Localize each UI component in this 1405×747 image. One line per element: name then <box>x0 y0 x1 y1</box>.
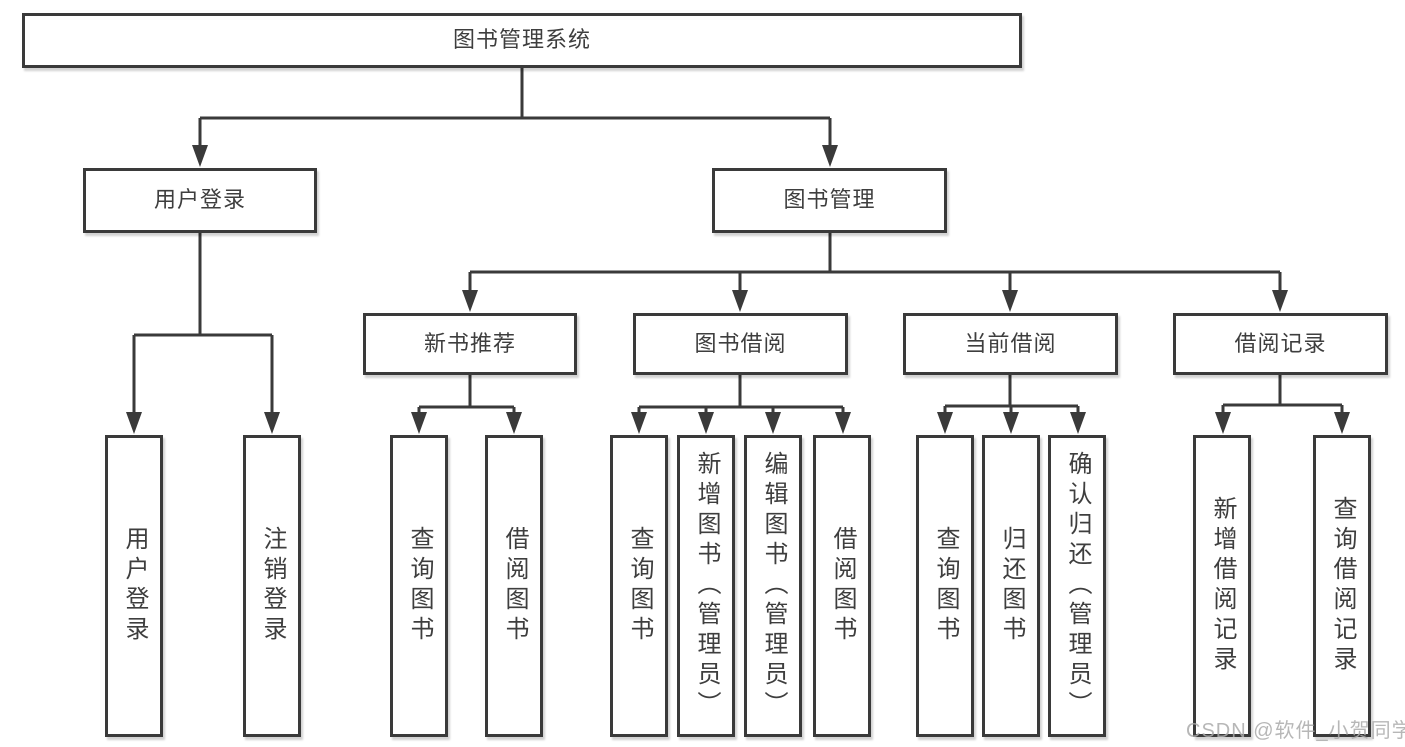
node-current-borrowing: 当前借阅 <box>903 313 1118 375</box>
leaf-bb-query-books-label: 查询图书 <box>626 526 653 646</box>
leaf-user-login: 用户登录 <box>105 435 163 737</box>
node-new-book-recommend-label: 新书推荐 <box>423 330 516 356</box>
leaf-nbr-query-books: 查询图书 <box>390 435 448 737</box>
node-root-label: 图书管理系统 <box>452 27 591 53</box>
leaf-cb-query-books: 查询图书 <box>916 435 974 737</box>
leaf-logout: 注销登录 <box>243 435 301 737</box>
leaf-cb-return-books: 归还图书 <box>982 435 1040 737</box>
leaf-br-query-borrow-record: 查询借阅记录 <box>1313 435 1371 737</box>
leaf-cb-confirm-return-admin: 确认归还（管理员） <box>1048 435 1106 737</box>
leaf-br-add-borrow-record: 新增借阅记录 <box>1193 435 1251 737</box>
node-current-borrowing-label: 当前借阅 <box>964 330 1057 356</box>
leaf-bb-query-books: 查询图书 <box>610 435 668 737</box>
leaf-br-add-borrow-record-label: 新增借阅记录 <box>1209 496 1236 676</box>
leaf-br-query-borrow-record-label: 查询借阅记录 <box>1329 496 1356 676</box>
node-book-management-label: 图书管理 <box>783 187 876 213</box>
node-new-book-recommend: 新书推荐 <box>363 313 577 375</box>
node-borrowing-records: 借阅记录 <box>1173 313 1388 375</box>
leaf-bb-borrow-books-label: 借阅图书 <box>829 526 856 646</box>
leaf-bb-borrow-books: 借阅图书 <box>813 435 871 737</box>
node-book-borrowing-label: 图书借阅 <box>694 330 787 356</box>
leaf-bb-add-books-admin: 新增图书（管理员） <box>677 435 735 737</box>
node-user-login: 用户登录 <box>83 168 317 233</box>
leaf-logout-label: 注销登录 <box>259 526 286 646</box>
node-book-management: 图书管理 <box>712 168 947 233</box>
watermark-text: CSDN @软件_小贺同学 <box>1186 720 1405 742</box>
leaf-user-login-label: 用户登录 <box>121 526 148 646</box>
leaf-nbr-borrow-books-label: 借阅图书 <box>501 526 528 646</box>
node-borrowing-records-label: 借阅记录 <box>1234 330 1327 356</box>
node-root: 图书管理系统 <box>22 13 1022 68</box>
leaf-nbr-query-books-label: 查询图书 <box>406 526 433 646</box>
leaf-bb-add-books-admin-label: 新增图书（管理员） <box>693 451 720 721</box>
leaf-cb-return-books-label: 归还图书 <box>998 526 1025 646</box>
leaf-cb-confirm-return-admin-label: 确认归还（管理员） <box>1064 451 1091 721</box>
leaf-cb-query-books-label: 查询图书 <box>932 526 959 646</box>
leaf-bb-edit-books-admin: 编辑图书（管理员） <box>744 435 802 737</box>
leaf-nbr-borrow-books: 借阅图书 <box>485 435 543 737</box>
node-user-login-label: 用户登录 <box>153 187 246 213</box>
node-book-borrowing: 图书借阅 <box>633 313 848 375</box>
leaf-bb-edit-books-admin-label: 编辑图书（管理员） <box>760 451 787 721</box>
